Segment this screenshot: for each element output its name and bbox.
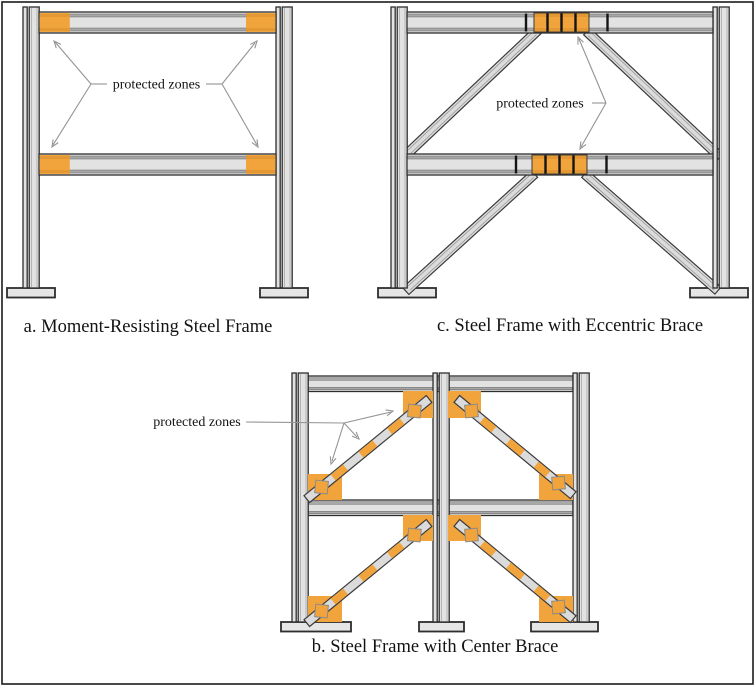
arrowhead-icon [329,456,337,466]
column [22,6,293,289]
protected-zones-callout: protected zones [496,35,607,151]
frame-a-moment-resisting: protected zones a. Moment-Resisting Stee… [6,6,309,337]
protected-zone [246,13,276,32]
beam [38,11,277,34]
beam [406,11,714,34]
brace [453,394,577,500]
protected-zones-callout: protected zones [153,409,395,466]
brace [401,169,539,296]
protected-zone [246,155,276,174]
arrowhead-icon [577,35,584,45]
protected-zones-label: protected zones [113,78,200,93]
protected-zones-label: protected zones [496,97,583,112]
caption-frame-a: a. Moment-Resisting Steel Frame [24,317,273,337]
brace-end-diamond [464,403,479,419]
protected-zones-label: protected zones [153,415,240,430]
frame-c-eccentric-brace: protected zones c. Steel Frame with Ecce… [377,6,749,336]
protected-zone [39,13,70,32]
arrowhead-icon [579,141,587,151]
brace-end-diamond [406,403,422,419]
brace-end-diamond [406,527,422,543]
arrowhead-icon [351,431,360,440]
brace-end-diamond [551,475,566,491]
brace [453,518,577,624]
brace [303,518,433,628]
protected-zone [39,155,70,174]
brace-end-diamond [551,599,566,615]
base-plate [280,621,599,633]
brace [303,394,433,504]
column [390,6,730,289]
caption-frame-b: b. Steel Frame with Center Brace [312,637,559,657]
beam [406,153,714,176]
arrowhead-icon [53,39,62,49]
beam [38,153,277,176]
frame-b-center-brace: protected zones b. Steel Frame with Cent… [153,372,599,657]
brace-end-diamond [314,603,329,619]
brace-end-diamond [314,479,329,495]
arrowhead-icon [51,139,59,149]
arrowhead-icon [385,409,395,417]
arrowhead-icon [251,139,259,149]
caption-frame-c: c. Steel Frame with Eccentric Brace [437,316,703,336]
brace-end-diamond [464,527,479,543]
arrowhead-icon [249,39,258,49]
protected-zones-callout: protected zones [51,39,259,149]
